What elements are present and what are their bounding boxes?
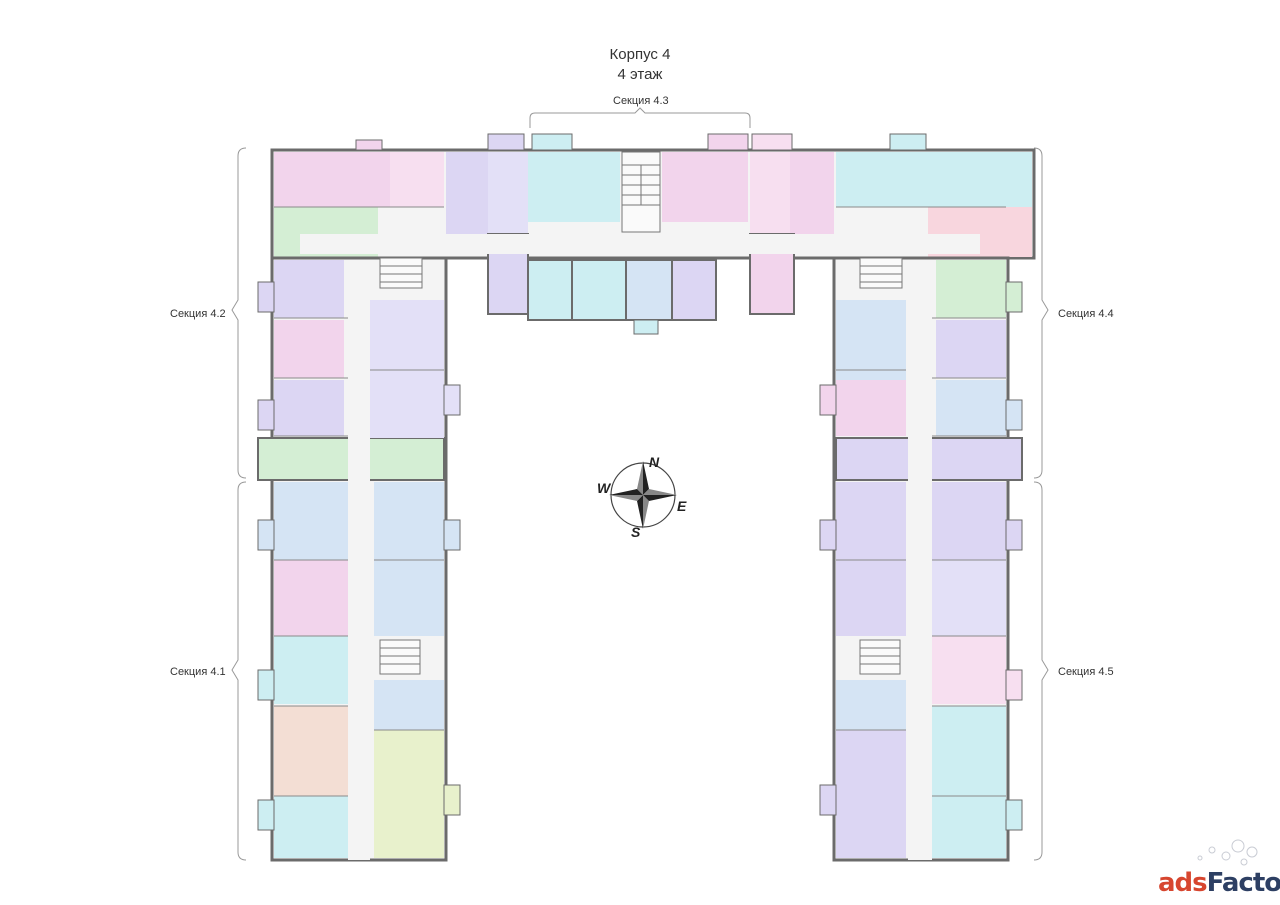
- watermark-part1: ads: [1158, 868, 1208, 898]
- section-braces: [231, 107, 1049, 861]
- compass-s-label: S: [631, 524, 641, 540]
- watermark-part2: Factory: [1206, 868, 1280, 898]
- right-wing: [819, 256, 1023, 862]
- building-title: Корпус 4: [609, 46, 671, 63]
- compass-w-label: W: [597, 480, 612, 496]
- top-wing: [270, 133, 1036, 335]
- section-4-1-label: Секция 4.1: [170, 666, 226, 678]
- compass: N S E W: [597, 454, 687, 540]
- left-wing: [257, 256, 461, 862]
- section-4-2-label: Секция 4.2: [170, 308, 226, 320]
- section-4-5-label: Секция 4.5: [1058, 666, 1114, 678]
- floor-title: 4 этаж: [617, 66, 663, 83]
- watermark-logo: [1197, 839, 1258, 866]
- section-4-3-label: Секция 4.3: [613, 95, 669, 107]
- watermark-text: adsFactory: [1158, 868, 1280, 898]
- section-4-4-label: Секция 4.4: [1058, 308, 1114, 320]
- compass-e-label: E: [677, 498, 687, 514]
- compass-n-label: N: [649, 454, 660, 470]
- partition-lines: [274, 206, 1006, 797]
